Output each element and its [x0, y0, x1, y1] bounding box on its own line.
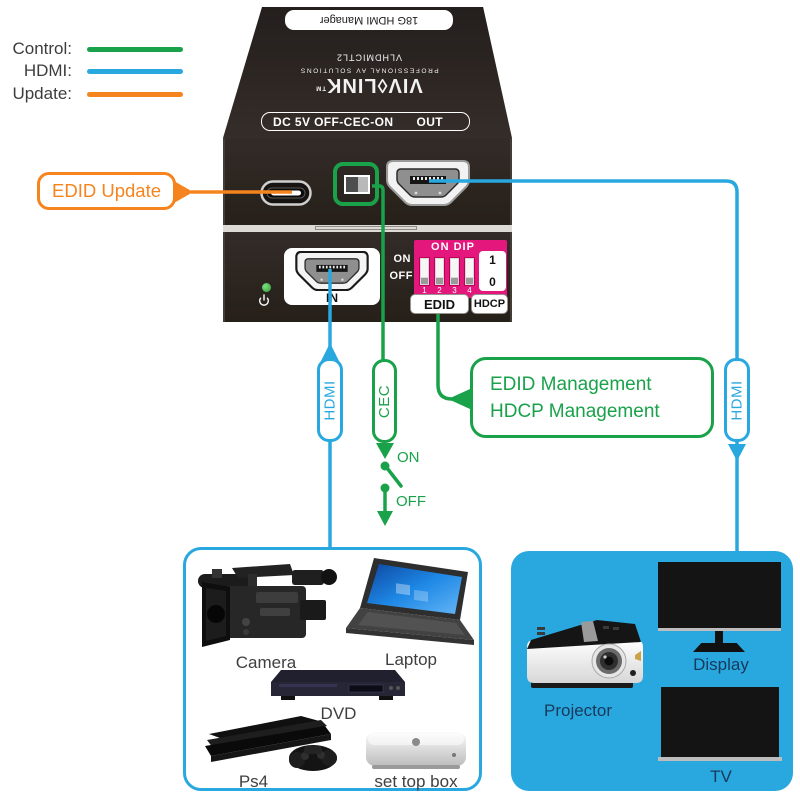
tv-screen	[661, 687, 779, 757]
device-model-sticker: 18G HDMI Manager	[285, 10, 453, 30]
projector-label: Projector	[543, 701, 613, 720]
dip-switch-4	[464, 257, 475, 286]
tv-label: TV	[710, 767, 732, 786]
projector-image	[527, 620, 643, 688]
device-top-view: 18G HDMI Manager VIV◊LINKTM PROFESSIONAL…	[223, 7, 512, 138]
cec-on-label: ON	[397, 449, 420, 466]
hdmi-out-cable-label: HDMI	[724, 358, 750, 442]
hdmi-out-port	[386, 160, 470, 206]
edid-update-text: EDID Update	[52, 180, 161, 201]
dvd-player-image	[271, 670, 405, 700]
dip-switch-3-handle	[451, 259, 458, 277]
chassis-notch	[315, 226, 417, 230]
hdmi-in-port	[295, 251, 369, 291]
dip-switch-3	[449, 257, 460, 286]
cec-arrow	[376, 443, 394, 459]
hdmi-in-panel: IN	[284, 248, 380, 305]
dip-switch-3-slot	[451, 278, 458, 284]
rear-edge-left-text: DC 5V OFF-CEC-ON	[273, 114, 394, 129]
edid-management-text: EDID Management	[490, 373, 652, 395]
cec-on-node	[380, 461, 390, 471]
cec-switch-highlight	[333, 162, 379, 206]
hdcp-tag: HDCP	[471, 294, 508, 314]
hdmi-in-cable-text: HDMI	[321, 379, 339, 421]
device-back-panel	[223, 138, 512, 225]
ps4-label: Ps4	[238, 772, 269, 791]
dip-switch-2	[434, 257, 445, 286]
dip-switch-4-slot	[466, 278, 473, 284]
rear-edge-label: DC 5V OFF-CEC-ON OUT	[261, 112, 470, 131]
panel-on-label: ON	[393, 253, 411, 265]
settopbox-image	[366, 732, 466, 769]
update-arrow	[174, 181, 193, 203]
dip-switch-block: ON DIP 1 2 3 4 1 0	[414, 240, 507, 298]
laptop-image	[346, 558, 474, 645]
hdcp-management-text: HDCP Management	[490, 400, 660, 422]
cec-off-arrow	[377, 511, 393, 526]
display-stand-neck	[715, 631, 723, 643]
cec-cable-text: CEC	[376, 384, 394, 418]
legend-swatch-update	[87, 91, 183, 97]
legend-label-control: Control:	[12, 39, 72, 58]
dip-switch-1-handle	[421, 259, 428, 277]
hdmi-in-cable-label: HDMI	[317, 358, 343, 442]
dip-header-label: ON DIP	[431, 241, 475, 253]
usbc-port	[260, 180, 312, 206]
management-callout: EDID Management HDCP Management	[470, 357, 714, 438]
laptop-label: Laptop	[385, 650, 437, 669]
cec-cable-label: CEC	[372, 359, 397, 443]
legend-swatch-hdmi	[87, 68, 183, 74]
legend-row-control: Control:	[0, 38, 183, 60]
rear-edge-out-text: OUT	[416, 114, 443, 129]
sources-box: Camera Laptop DVD	[183, 547, 482, 791]
legend-row-update: Update:	[0, 83, 183, 105]
legend-swatch-control	[87, 46, 183, 52]
cec-lever	[385, 466, 403, 488]
hdcp-off-value: 0	[489, 275, 496, 289]
legend-label-update: Update:	[12, 84, 72, 103]
legend-row-hdmi: HDMI:	[0, 60, 183, 82]
hdmi-out-arrow	[728, 444, 746, 461]
ps4-image	[205, 716, 337, 771]
dip-switch-2-handle	[436, 259, 443, 277]
camera-label: Camera	[235, 653, 297, 672]
display-label: Display	[693, 655, 749, 674]
legend-label-hdmi: HDMI:	[23, 61, 72, 80]
in-port-label: IN	[326, 291, 338, 305]
edid-tag: EDID	[410, 294, 469, 314]
hdmi-out-cable-text: HDMI	[728, 379, 746, 421]
cec-switch-knob	[346, 177, 358, 192]
brand-model: VLHDMICTL2	[336, 53, 403, 63]
power-icon	[259, 294, 269, 306]
hdcp-io-tag: 1 0	[479, 251, 506, 291]
camera-image	[198, 564, 337, 647]
brand-tagline: PROFESSIONAL AV SOLUTIONS	[299, 67, 439, 74]
dip-num-1: 1	[422, 286, 427, 295]
dip-switch-1-slot	[421, 278, 428, 284]
brand-logo: VIV◊LINKTM PROFESSIONAL AV SOLUTIONS VLH…	[285, 53, 453, 98]
hdcp-on-value: 1	[489, 253, 496, 267]
dvd-label: DVD	[320, 704, 357, 723]
cec-slide-switch	[344, 175, 370, 194]
panel-off-label: OFF	[389, 270, 413, 282]
displays-box: Projector Display TV	[511, 551, 793, 791]
cec-off-node	[380, 483, 390, 493]
dip-switch-2-slot	[436, 278, 443, 284]
cec-off-label: OFF	[396, 493, 426, 510]
dip-switch-4-handle	[466, 259, 473, 277]
display-screen	[658, 562, 781, 631]
mgmt-callout-arrow	[448, 389, 470, 409]
tv-base-strip	[658, 757, 782, 761]
brand-name: VIV◊LINKTM	[315, 74, 423, 96]
dip-switch-1	[419, 257, 430, 286]
settopbox-label: set top box	[374, 772, 458, 791]
chassis-seam	[223, 225, 512, 232]
power-led	[262, 283, 271, 292]
edid-update-callout: EDID Update	[37, 172, 176, 210]
display-stand-base	[693, 643, 745, 652]
